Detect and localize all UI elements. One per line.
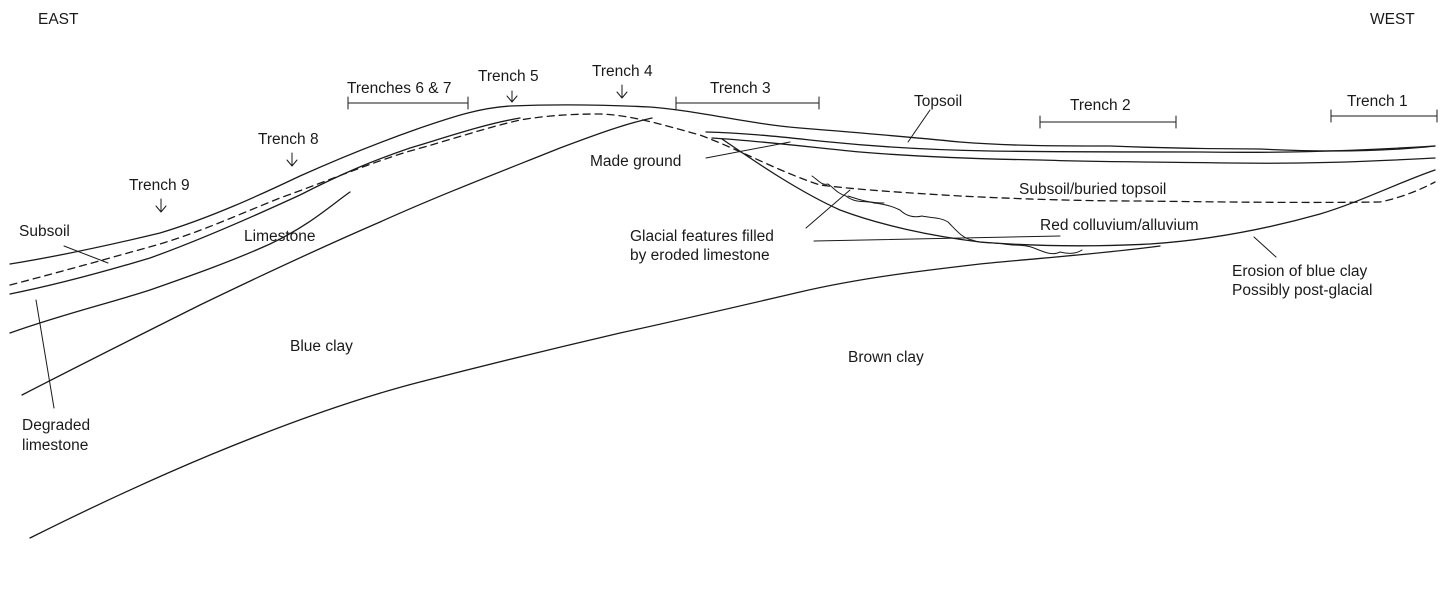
subsoil-leader — [63, 245, 109, 264]
trench-6-7-label: Trenches 6 & 7 — [347, 80, 452, 97]
subsoil-base-dashed-line — [9, 113, 1436, 286]
trench-3-label: Trench 3 — [710, 80, 771, 97]
degraded-limestone-leader — [35, 299, 55, 409]
erosion-label-line-1: Erosion of blue clay — [1232, 263, 1368, 280]
subsoil-label: Subsoil — [19, 223, 70, 240]
brown-clay-label: Brown clay — [848, 349, 924, 366]
trench-5-label: Trench 5 — [478, 68, 539, 85]
trench-9-arrow — [155, 198, 167, 213]
trench-8-label: Trench 8 — [258, 131, 319, 148]
glacial-leader-upper — [805, 189, 851, 229]
limestone-top-line — [9, 117, 521, 295]
subsoil-buried-topsoil-label: Subsoil/buried topsoil — [1019, 181, 1166, 198]
red-colluvium-label: Red colluvium/alluvium — [1040, 217, 1199, 234]
trench-2-span — [1039, 115, 1177, 129]
trench-3-span — [675, 96, 820, 110]
made-ground-base-line — [705, 131, 1436, 153]
trench-2-label: Trench 2 — [1070, 97, 1131, 114]
degraded-limestone-label-line-1: Degraded — [22, 417, 90, 434]
trench-5-arrow — [506, 90, 518, 103]
glacial-features-label-line-2: by eroded limestone — [630, 247, 770, 264]
trench-9-label: Trench 9 — [129, 177, 190, 194]
erosion-leader — [1253, 236, 1277, 258]
trench-4-arrow — [616, 84, 628, 99]
east-label: EAST — [38, 11, 79, 28]
trench-6-7-span — [347, 96, 469, 110]
trench-1-span — [1330, 109, 1438, 123]
trench-8-arrow — [286, 152, 298, 167]
blue-clay-label: Blue clay — [290, 338, 353, 355]
made-ground-leader — [705, 141, 791, 159]
limestone-label: Limestone — [244, 228, 316, 245]
strata-lines — [9, 104, 1436, 539]
limestone-base-line — [21, 117, 653, 396]
west-label: WEST — [1370, 11, 1415, 28]
trench-markers — [155, 84, 1438, 213]
ground-surface-line — [9, 104, 1436, 265]
topsoil-leader — [907, 109, 931, 143]
labels: EAST WEST Trench 1 Trench 2 Trench 3 Tre… — [19, 11, 1415, 454]
degraded-limestone-label-line-2: limestone — [22, 437, 88, 454]
glacial-leader-lower — [813, 235, 1061, 242]
degraded-limestone-line — [9, 191, 351, 334]
blue-brown-clay-boundary-line — [29, 245, 1161, 539]
trench-4-label: Trench 4 — [592, 63, 653, 80]
glacial-features-label-line-1: Glacial features filled — [630, 228, 774, 245]
erosion-surface-line — [721, 138, 1436, 247]
topsoil-base-line — [711, 137, 1436, 164]
trench-1-label: Trench 1 — [1347, 93, 1408, 110]
topsoil-label: Topsoil — [914, 93, 962, 110]
leader-lines — [35, 109, 1277, 409]
made-ground-label: Made ground — [590, 153, 681, 170]
glacial-feature-fill-2 — [847, 195, 885, 204]
erosion-label-line-2: Possibly post-glacial — [1232, 282, 1372, 299]
